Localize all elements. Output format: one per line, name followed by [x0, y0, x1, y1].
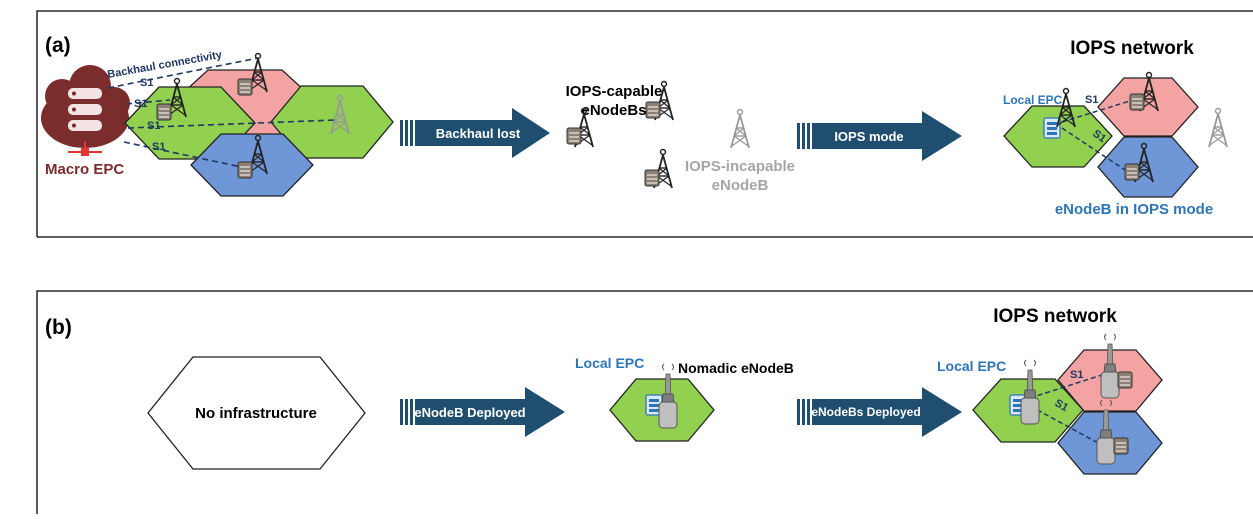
macro-epc-label: Macro EPC [45, 161, 124, 178]
arrow-backhaul-lost-text: Backhaul lost [436, 126, 521, 141]
server-icon [237, 78, 253, 96]
server-icon [237, 161, 253, 179]
s1-label-1: S1 [140, 77, 153, 89]
local-epc-label-b2: Local EPC [937, 358, 1006, 374]
arrow-iops-mode-text: IOPS mode [834, 129, 903, 144]
s1-label-2: S1 [134, 98, 147, 110]
iops-capable-label-line2: eNodeBs [581, 102, 646, 119]
macro-epc-cloud-icon [41, 65, 130, 156]
arrow-enodeb-deployed-text: eNodeB Deployed [414, 405, 525, 420]
local-epc-label-a: Local EPC [1003, 93, 1063, 107]
local-epc-label-b1: Local EPC [575, 355, 644, 371]
server-icon [644, 169, 660, 187]
panel-b-label: (b) [45, 316, 72, 339]
iops-s1-links [1061, 99, 1134, 173]
s1-label-b-1: S1 [1070, 369, 1083, 381]
arrow-backhaul-lost: Backhaul lost [400, 108, 550, 158]
server-icon [1129, 93, 1145, 111]
panel-b: (b) No infrastructure eNodeB Deployed Lo… [36, 290, 1253, 514]
nomadic-enodeb-label: Nomadic eNodeB [678, 360, 794, 376]
server-icon [1113, 437, 1129, 455]
arrow-enodebs-deployed: eNodeBs Deployed [797, 387, 962, 437]
server-icon [156, 103, 172, 121]
server-icon [566, 127, 582, 145]
server-icon [1117, 371, 1133, 389]
arrow-enodeb-deployed: eNodeB Deployed [400, 387, 565, 437]
iops-incapable-label-line1: IOPS-incapable [685, 158, 795, 175]
panel-b-frame [36, 290, 1253, 514]
server-icon [645, 101, 661, 119]
no-infrastructure-label: No infrastructure [195, 405, 317, 422]
s1-label-4: S1 [152, 141, 165, 153]
arrow-enodebs-deployed-text: eNodeBs Deployed [811, 405, 920, 419]
panel-a-frame [36, 10, 1253, 238]
backhaul-links [107, 57, 337, 169]
panel-a-label: (a) [45, 34, 71, 57]
enodeb-tower-gray-icon [1208, 107, 1228, 148]
panel-a: (a) Macro EPC B [36, 10, 1253, 238]
iops-network-title-a: IOPS network [1070, 38, 1194, 59]
iops-network-title-b: IOPS network [993, 306, 1117, 327]
s1-label-b-2: S1 [1053, 397, 1071, 414]
enodeb-tower-gray-icon [730, 108, 750, 149]
s1-label-3: S1 [147, 120, 160, 132]
iops-capable-label-line1: IOPS-capable [566, 83, 663, 100]
enodeb-in-iops-mode-label: eNodeB in IOPS mode [1055, 201, 1213, 218]
no-infrastructure-hexagon [147, 356, 366, 470]
arrow-iops-mode: IOPS mode [797, 111, 962, 161]
iops-incapable-label-line2: eNodeB [712, 177, 769, 194]
cell-red-iops [1097, 77, 1199, 137]
s1-label-iops-1: S1 [1085, 94, 1098, 106]
local-epc-icon [1043, 117, 1061, 139]
server-icon [1124, 163, 1140, 181]
b-s1-links [1029, 373, 1106, 445]
